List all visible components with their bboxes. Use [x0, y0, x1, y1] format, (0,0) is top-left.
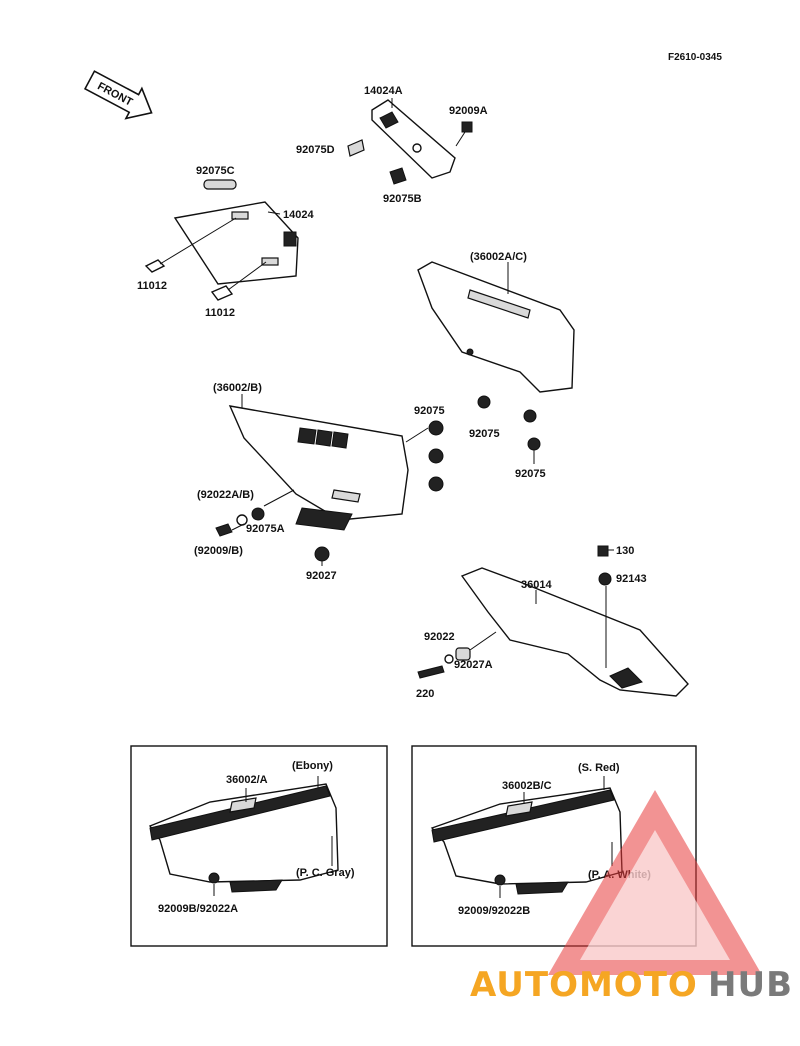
label-92075-c: 92075 — [414, 405, 445, 417]
side-cover-36002-B — [228, 394, 409, 531]
inset-right-color-top: (S. Red) — [578, 762, 620, 774]
label-92009-B: (92009/B) — [194, 545, 243, 557]
figure-code: F2610-0345 — [668, 52, 722, 63]
label-92075-b: 92075 — [515, 468, 546, 480]
inset-left-fasteners: 92009B/92022A — [158, 903, 238, 915]
fasteners-92022-92027A — [417, 631, 497, 679]
grommet-92075-b — [523, 409, 541, 464]
label-130: 130 — [616, 545, 634, 557]
fastener-92022A-B — [215, 489, 295, 537]
clip-11012-b — [210, 261, 267, 301]
label-92075B: 92075B — [383, 193, 422, 205]
nut-92143 — [598, 572, 612, 586]
label-11012-b: 11012 — [205, 307, 235, 319]
inset-left-part: 36002/A — [226, 774, 268, 786]
bolt-92009A — [455, 121, 473, 147]
watermark-text-a: AUTOMOTO — [470, 965, 698, 1005]
grommet-92075C — [203, 179, 237, 190]
watermark-text-b: HUB — [708, 965, 793, 1005]
inset-right-fasteners: 92009/92022B — [458, 905, 530, 917]
label-92075A: 92075A — [246, 523, 285, 535]
label-92075-a: 92075 — [469, 428, 500, 440]
label-36014: 36014 — [521, 579, 552, 591]
grommet-92075B — [389, 167, 407, 185]
bracket-14024A — [371, 98, 456, 179]
grommet-92075-a — [477, 395, 491, 409]
side-cover-36002A-C — [417, 261, 575, 393]
bracket-14024 — [173, 201, 299, 285]
inset-left-color-bottom: (P. C. Gray) — [296, 867, 355, 879]
watermark-logo: AUTOMOTO HUB — [470, 790, 793, 1005]
chain-cover-36014 — [460, 567, 689, 697]
label-92027: 92027 — [306, 570, 337, 582]
label-92027A: 92027A — [454, 659, 493, 671]
front-arrow: FRONT — [83, 70, 153, 120]
label-36002-B: (36002/B) — [213, 382, 262, 394]
grommet-92075-c — [405, 420, 444, 492]
label-92075D: 92075D — [296, 144, 335, 156]
inset-right: 36002B/C (S. Red) (P. A. White) 92009/92… — [411, 745, 697, 947]
inset-left: 36002/A (Ebony) (P. C. Gray) 92009B/9202… — [130, 745, 388, 947]
collar-92027 — [314, 546, 330, 566]
label-11012-a: 11012 — [137, 280, 167, 292]
label-36002A-C: (36002A/C) — [470, 251, 527, 263]
label-92022A-B: (92022A/B) — [197, 489, 254, 501]
bolt-130 — [597, 545, 614, 557]
inset-right-part: 36002B/C — [502, 780, 552, 792]
clip-11012-a — [144, 217, 237, 273]
label-14024: 14024 — [283, 209, 314, 221]
label-92022: 92022 — [424, 631, 455, 643]
label-92143: 92143 — [616, 573, 647, 585]
grommet-92075D — [347, 139, 365, 157]
label-92009A: 92009A — [449, 105, 488, 117]
label-92075C: 92075C — [196, 165, 235, 177]
label-220: 220 — [416, 688, 434, 700]
label-14024A: 14024A — [364, 85, 403, 97]
inset-left-color-top: (Ebony) — [292, 760, 333, 772]
